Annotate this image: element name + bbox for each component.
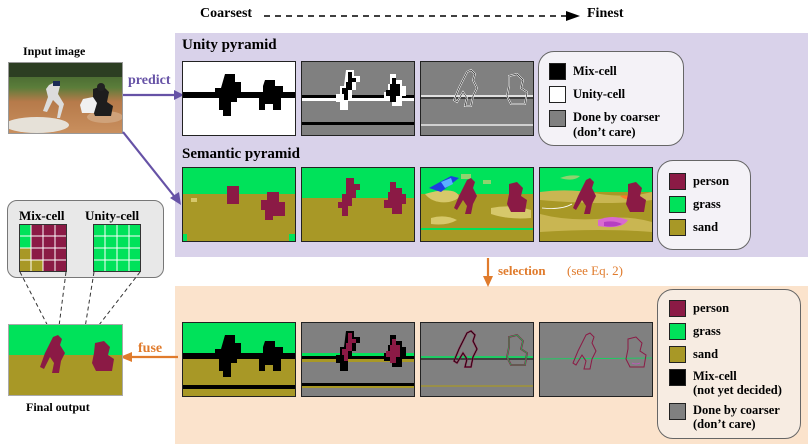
semantic-pyramid-title: Semantic pyramid: [182, 146, 300, 162]
coarsest-label: Coarsest: [200, 6, 253, 21]
legend-label-mix-cell: Mix-cell: [693, 369, 737, 383]
input-image-caption: Input image: [23, 44, 86, 58]
fused-legend: person grass sand Mix-cell (not yet deci…: [657, 289, 801, 439]
legend-label-unity-cell: Unity-cell: [573, 87, 626, 101]
legend-swatch-done-by-coarser: [549, 110, 566, 127]
legend-label-sand: sand: [693, 220, 719, 234]
finest-label: Finest: [587, 6, 624, 21]
legend-swatch-grass: [669, 323, 686, 340]
fused-level-3: [420, 322, 534, 397]
legend-swatch-mix-cell: [669, 369, 686, 386]
unity-cell-grid: [93, 224, 141, 272]
semantic-level-1: [182, 167, 296, 242]
legend-swatch-grass: [669, 196, 686, 213]
zoom-connector-lines: [19, 271, 141, 335]
fused-level-4: [539, 322, 653, 397]
fused-level-1: [182, 322, 296, 397]
unity-legend: Mix-cell Unity-cell Done by coarser (don…: [538, 51, 684, 146]
legend-label-sand: sand: [693, 347, 719, 361]
selection-arrow: [483, 258, 493, 287]
selection-reference: (see Eq. 2): [567, 263, 623, 278]
legend-swatch-sand: [669, 219, 686, 236]
predict-arrows: [122, 90, 184, 205]
zoom-unity-cell-label: Unity-cell: [85, 208, 140, 223]
unity-pyramid-title: Unity pyramid: [182, 37, 277, 53]
legend-label-done-by-coarser: Done by coarser: [573, 110, 660, 124]
legend-label-grass: grass: [693, 197, 721, 211]
semantic-level-3: [420, 167, 534, 242]
mix-cell-grid: [19, 224, 67, 272]
fuse-arrow: [120, 352, 178, 362]
semantic-legend: person grass sand: [657, 160, 751, 250]
legend-swatch-person: [669, 300, 686, 317]
unity-level-3: [420, 61, 534, 136]
unity-level-1: [182, 61, 296, 136]
semantic-level-4: [539, 167, 653, 242]
fuse-label: fuse: [138, 341, 163, 356]
scale-arrow: [264, 11, 580, 21]
final-output-image: [8, 324, 123, 396]
legend-label-grass: grass: [693, 324, 721, 338]
legend-swatch-sand: [669, 346, 686, 363]
selection-label: selection: [498, 263, 546, 278]
legend-swatch-unity-cell: [549, 86, 566, 103]
legend-swatch-mix-cell: [549, 63, 566, 80]
input-image: [8, 62, 123, 134]
legend-label-mix-cell: Mix-cell: [573, 64, 617, 78]
legend-label-not-yet-decided: (not yet decided): [693, 383, 782, 397]
zoom-mix-cell-label: Mix-cell: [19, 208, 65, 223]
legend-swatch-person: [669, 173, 686, 190]
legend-label-dont-care: (don’t care): [693, 417, 756, 431]
legend-label-dont-care: (don’t care): [573, 125, 636, 139]
predict-label: predict: [128, 73, 171, 88]
legend-label-person: person: [693, 301, 730, 315]
legend-label-done-by-coarser: Done by coarser: [693, 403, 780, 417]
legend-swatch-done-by-coarser: [669, 403, 686, 420]
fused-level-2: [301, 322, 415, 397]
final-output-caption: Final output: [26, 400, 90, 414]
unity-level-2: [301, 61, 415, 136]
legend-label-person: person: [693, 174, 730, 188]
semantic-level-2: [301, 167, 415, 242]
